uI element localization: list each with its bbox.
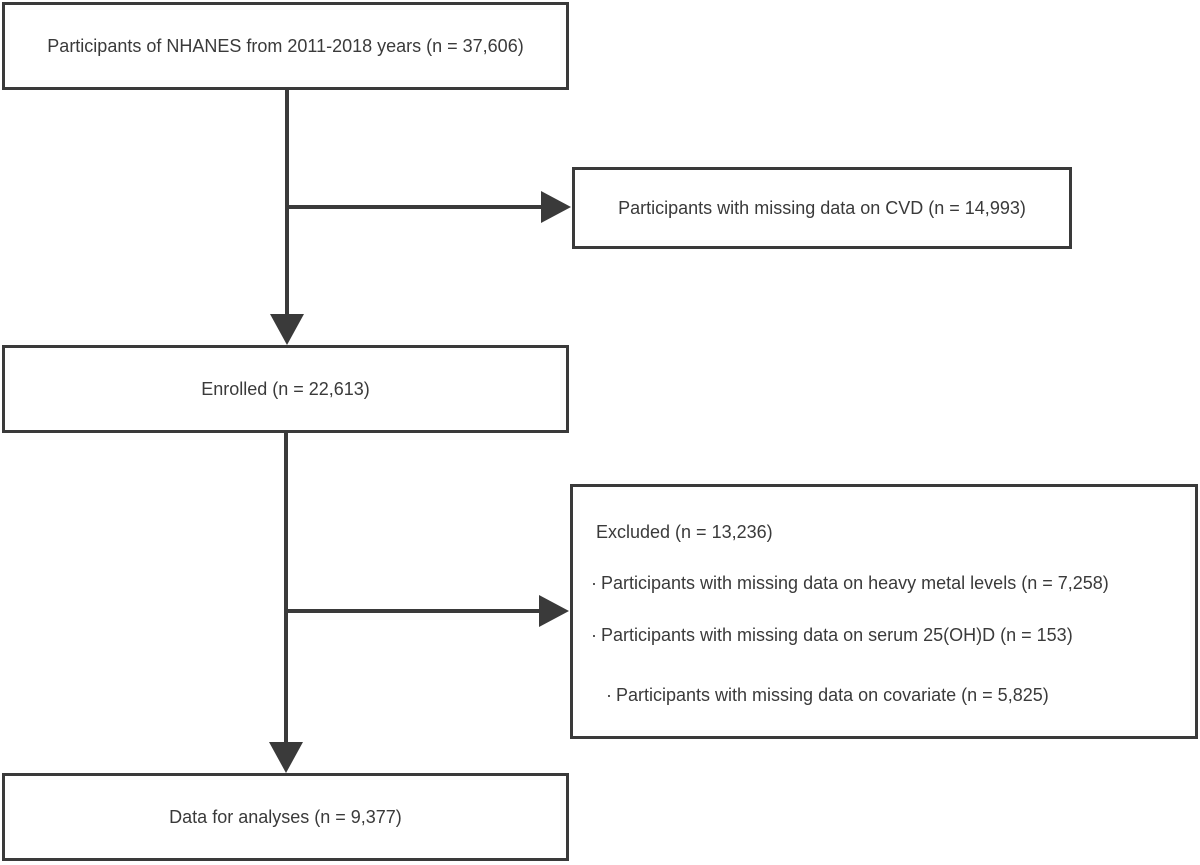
arrowhead-excluded <box>539 595 569 627</box>
bullet-icon: · <box>591 573 597 593</box>
enrolled-label: Enrolled (n = 22,613) <box>201 378 370 399</box>
start-population-label: Participants of NHANES from 2011-2018 ye… <box>47 35 524 56</box>
excluded-item-label: Participants with missing data on serum … <box>601 625 1073 645</box>
excluded-item: ·Participants with missing data on serum… <box>591 625 1073 646</box>
enrolled-box: Enrolled (n = 22,613) <box>2 345 569 433</box>
excluded-title: Excluded (n = 13,236) <box>596 522 773 542</box>
excluded-item-label: Participants with missing data on heavy … <box>601 573 1109 593</box>
arrowhead-missing-cvd <box>541 191 571 223</box>
final-analysis-label: Data for analyses (n = 9,377) <box>169 806 402 827</box>
arrowhead-enrolled <box>270 314 304 345</box>
arrowhead-final <box>269 742 303 773</box>
start-population-box: Participants of NHANES from 2011-2018 ye… <box>2 2 569 90</box>
final-analysis-box: Data for analyses (n = 9,377) <box>2 773 569 861</box>
bullet-icon: · <box>591 625 597 645</box>
excluded-box: Excluded (n = 13,236) ·Participants with… <box>570 484 1198 739</box>
excluded-item: ·Participants with missing data on covar… <box>606 685 1049 706</box>
missing-cvd-label: Participants with missing data on CVD (n… <box>618 197 1026 218</box>
bullet-icon: · <box>606 685 612 705</box>
excluded-item: ·Participants with missing data on heavy… <box>591 573 1109 594</box>
excluded-item-label: Participants with missing data on covari… <box>616 685 1049 705</box>
missing-cvd-box: Participants with missing data on CVD (n… <box>572 167 1072 249</box>
